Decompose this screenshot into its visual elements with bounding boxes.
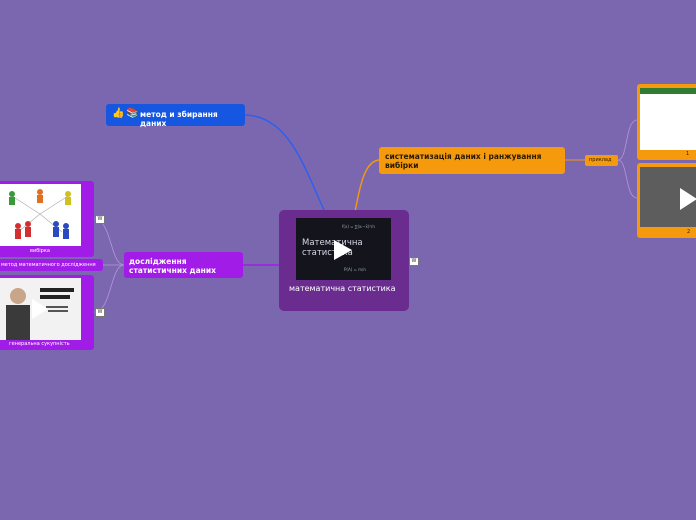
node-systematization[interactable]: систематизація даних і ранжування вибірк… <box>379 147 565 174</box>
video-thumbnail-2[interactable] <box>640 167 696 227</box>
node-doslidzhennia-label: дослідження статистичних даних <box>129 257 216 275</box>
books-icon: 📚 <box>126 108 139 119</box>
wiki-icon[interactable]: W <box>409 257 419 266</box>
video-thumbnail-lecture[interactable] <box>0 278 81 340</box>
node-metod-label: метод и збирання даних <box>140 110 218 128</box>
video-formula-top: f(x) = ∑(xᵢ−x̄)²/n <box>342 224 375 229</box>
node-heneralna-sukupnist-label: генеральна сукупність <box>9 341 70 347</box>
link-central-sys <box>354 159 381 213</box>
link-dos-genx <box>93 264 125 313</box>
play-icon[interactable] <box>680 188 696 210</box>
node-image-2-caption: 2 <box>687 229 691 235</box>
node-pryklad[interactable]: приклад <box>585 155 618 166</box>
node-metod-zbyrannia[interactable]: 👍 📚 метод и збирання даних <box>106 104 245 128</box>
node-metod-matematychnoho-label: метод математичного дослідження <box>1 262 96 268</box>
wiki-icon[interactable]: W <box>95 308 105 317</box>
link-central-metod <box>244 114 326 213</box>
node-systematization-label: систематизація даних і ранжування вибірк… <box>385 152 542 170</box>
spreadsheet-thumbnail <box>640 88 696 150</box>
node-image-2[interactable]: 2 <box>637 163 696 238</box>
spreadsheet-header-bar <box>640 88 696 94</box>
central-topic-node[interactable]: f(x) = ∑(xᵢ−x̄)²/n Математична статистик… <box>279 210 409 311</box>
people-network-image <box>0 184 81 246</box>
node-metod-matematychnoho[interactable]: метод математичного дослідження <box>0 259 103 271</box>
video-formula-bottom: P(A) = m/n <box>344 267 366 272</box>
link-pryklad-img1 <box>617 119 638 161</box>
wiki-icon[interactable]: W <box>95 215 105 224</box>
thumbs-up-icon: 👍 <box>112 108 125 119</box>
node-pryklad-label: приклад <box>589 157 612 163</box>
play-icon[interactable] <box>32 299 48 319</box>
play-icon[interactable] <box>334 240 352 260</box>
lecturer-image <box>6 288 74 340</box>
link-pryklad-img2 <box>617 159 638 199</box>
central-video-thumbnail[interactable]: f(x) = ∑(xᵢ−x̄)²/n Математична статистик… <box>296 218 391 280</box>
central-topic-label: математична статистика <box>289 284 396 293</box>
node-vybirka-label: вибірка <box>30 248 50 254</box>
video-title: Математична статистика <box>302 238 363 258</box>
node-image-1[interactable]: 1 <box>637 84 696 160</box>
node-doslidzhennia[interactable]: дослідження статистичних даних <box>124 252 243 278</box>
node-image-1-caption: 1 <box>686 151 690 157</box>
node-vybirka[interactable]: вибірка <box>0 181 94 257</box>
node-heneralna-sukupnist[interactable]: генеральна сукупність <box>0 275 94 350</box>
